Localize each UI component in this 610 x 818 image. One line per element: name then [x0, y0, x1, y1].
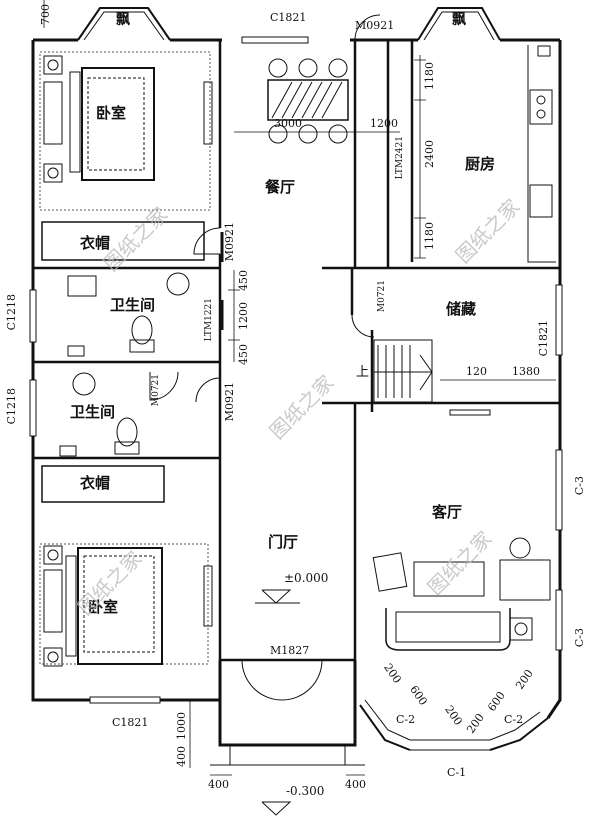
- opening-m0921-top: M0921: [355, 19, 395, 32]
- level-marks: [255, 589, 300, 816]
- bay-window-left: [77, 7, 171, 41]
- dim-700: 700: [39, 4, 52, 25]
- dim-400-a: 400: [175, 746, 188, 767]
- bed-bottom: [39, 543, 209, 667]
- bay-window-right: [417, 7, 501, 41]
- opening-c1218-a: C1218: [5, 294, 18, 331]
- opening-ltm2421: LTM2421: [395, 136, 405, 180]
- dining-table: [267, 58, 349, 144]
- opening-c2-b: C-2: [504, 713, 524, 726]
- room-wardrobe-bottom: 衣帽: [80, 474, 111, 492]
- opening-c1: C-1: [447, 766, 467, 779]
- level-floor: ±0.000: [284, 571, 329, 585]
- opening-m0921-foyer: M0921: [223, 382, 236, 422]
- dim-3000: 3000: [274, 117, 302, 130]
- dim-400-c: 400: [345, 778, 366, 791]
- dim-1000: 1000: [175, 712, 188, 740]
- room-living: 客厅: [432, 503, 463, 521]
- opening-m0921-dining: M0921: [223, 222, 236, 262]
- dim-120: 120: [466, 365, 487, 378]
- opening-m1827: M1827: [270, 644, 310, 657]
- room-bedroom-bottom: 卧室: [88, 598, 119, 616]
- opening-c2-a: C-2: [396, 713, 416, 726]
- opening-c3-b: C-3: [573, 628, 586, 648]
- bath-bottom-fixtures: [59, 372, 140, 457]
- windows: [29, 36, 563, 704]
- dim-1180-a: 1180: [423, 62, 436, 90]
- wardrobe-bottom: [41, 465, 165, 503]
- staircase: [373, 339, 433, 403]
- wardrobe-top: [41, 221, 205, 261]
- dim-1180-b: 1180: [423, 222, 436, 250]
- room-wardrobe-top: 衣帽: [80, 234, 111, 252]
- opening-c1218-b: C1218: [5, 388, 18, 425]
- dimension-lines: [43, 0, 556, 776]
- room-bath-top: 卫生间: [110, 296, 156, 314]
- bay-label-right: 飘: [452, 12, 466, 28]
- opening-m0721-storage: M0721: [377, 280, 387, 313]
- entry-steps: [210, 745, 365, 766]
- dim-450-a: 450: [237, 270, 250, 291]
- opening-ltm1221: LTM1221: [204, 298, 214, 342]
- dim-450-b: 450: [237, 344, 250, 365]
- room-dining: 餐厅: [265, 178, 296, 196]
- opening-c1821-storage: C1821: [537, 320, 550, 357]
- room-bath-bottom: 卫生间: [70, 403, 116, 421]
- stair-up-mark: 上: [356, 365, 370, 380]
- opening-c1821-bottom: C1821: [112, 716, 149, 729]
- dim-2400: 2400: [423, 140, 436, 168]
- doors: [149, 14, 381, 701]
- bay-label-left: 飘: [116, 12, 130, 28]
- opening-c1821-top: C1821: [270, 11, 307, 24]
- room-bedroom-top: 卧室: [96, 104, 127, 122]
- bay-window-bottom: [359, 699, 549, 751]
- room-storage: 储藏: [446, 300, 477, 318]
- dim-1200-a: 1200: [370, 117, 398, 130]
- dim-1200-b: 1200: [237, 302, 250, 330]
- bath-top-fixtures: [67, 272, 190, 357]
- opening-m0721-bath: M0721: [151, 374, 161, 407]
- room-foyer: 门厅: [268, 533, 299, 551]
- opening-c3-a: C-3: [573, 476, 586, 496]
- dim-1380: 1380: [512, 365, 540, 378]
- kitchen-counter: [527, 45, 556, 263]
- living-furniture: [372, 537, 551, 651]
- bed-top: [39, 51, 211, 211]
- room-kitchen: 厨房: [465, 155, 496, 173]
- dim-400-b: 400: [208, 778, 229, 791]
- interior-walls: [33, 40, 560, 700]
- level-entry: -0.300: [286, 784, 325, 798]
